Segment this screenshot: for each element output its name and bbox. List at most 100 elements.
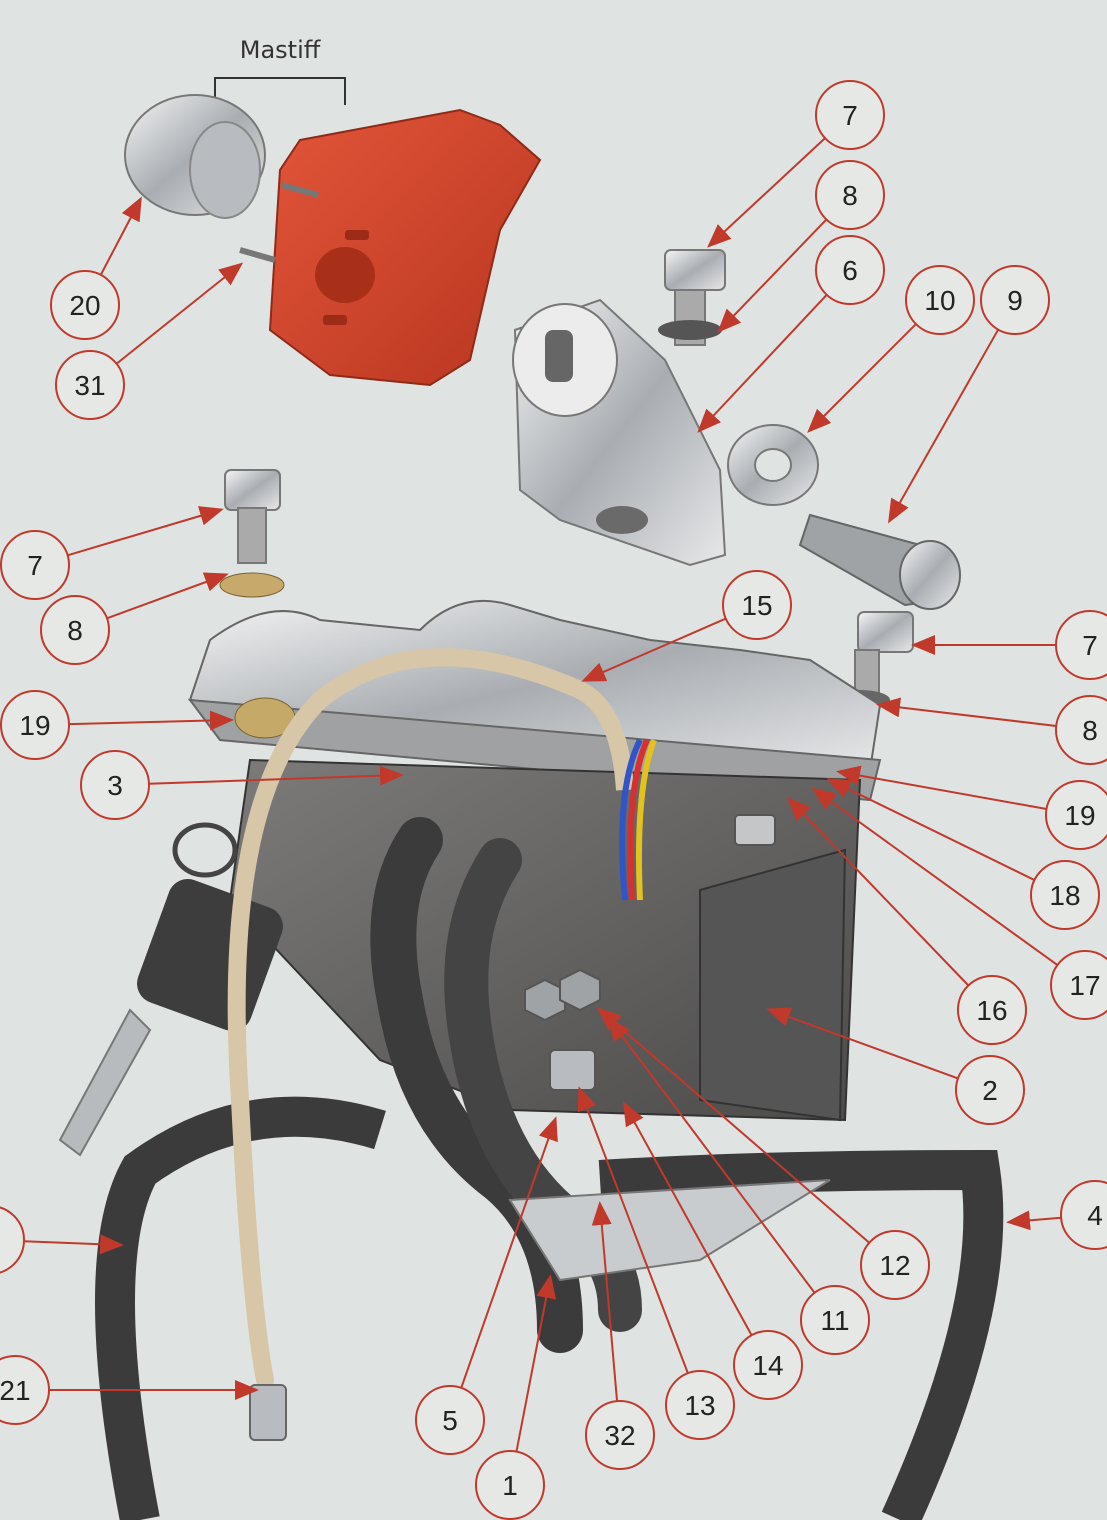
callout-c16: 16 [957, 975, 1027, 1045]
callout-c19b: 19 [1045, 780, 1107, 850]
callout-circle [1055, 695, 1107, 765]
part-long-bolt [798, 513, 961, 610]
leader-line-c14 [623, 1101, 753, 1336]
callout-label: 20 [69, 290, 100, 321]
callout-circle [800, 1285, 870, 1355]
callout-circle [1060, 1180, 1107, 1250]
callout-c1: 1 [475, 1450, 545, 1520]
leader-line-c31 [115, 262, 244, 365]
leader-line-c10 [807, 323, 917, 433]
callout-label: 8 [842, 180, 858, 211]
callout-c19a: 19 [0, 690, 70, 760]
callout-circle [55, 350, 125, 420]
callout-label: 13 [684, 1390, 715, 1421]
mastiff-bracket [214, 77, 346, 105]
callout-label: 19 [19, 710, 50, 741]
callout-label: 8 [1082, 715, 1098, 746]
callout-label: 8 [67, 615, 83, 646]
callout-circle [80, 750, 150, 820]
callout-c31: 31 [55, 350, 125, 420]
leader-line-c8a [717, 218, 828, 333]
callout-circle [585, 1400, 655, 1470]
callout-circle [415, 1385, 485, 1455]
leader-line-c17 [811, 787, 1059, 966]
leader-line-c8c [876, 697, 1057, 727]
callout-circle [1055, 610, 1107, 680]
callout-circle [0, 1206, 25, 1274]
callout-c15: 15 [722, 570, 792, 640]
callout-c3: 3 [80, 750, 150, 820]
callout-circle [1045, 780, 1107, 850]
leader-line-c13 [577, 1086, 689, 1374]
callout-label: 18 [1049, 880, 1080, 911]
leader-line-c20 [99, 196, 142, 276]
callout-label: 4 [1087, 1200, 1103, 1231]
callout-circle [1030, 860, 1100, 930]
callout-c7b: 7 [0, 530, 70, 600]
callout-c5: 5 [415, 1385, 485, 1455]
callout-c7c: 7 [1055, 610, 1107, 680]
callout-circle [0, 1355, 50, 1425]
callout-label: 19 [1064, 800, 1095, 831]
part-washer [727, 424, 819, 506]
callout-c17: 17 [1050, 950, 1107, 1020]
leader-lines [23, 137, 1062, 1452]
callout-circle [0, 530, 70, 600]
callout-circle [815, 235, 885, 305]
callout-label: 31 [74, 370, 105, 401]
callout-label: 6 [842, 255, 858, 286]
leader-line-c11 [607, 1016, 816, 1294]
callout-label: 7 [1082, 630, 1098, 661]
leader-line-c15 [581, 617, 727, 682]
leader-line-c16 [787, 797, 970, 987]
callout-circle [50, 270, 120, 340]
callout-label: 1 [502, 1470, 518, 1501]
callout-circle [475, 1450, 545, 1520]
callout-label: 17 [1069, 970, 1100, 1001]
callout-label: 11 [820, 1305, 849, 1336]
callout-c11: 11 [800, 1285, 870, 1355]
part-base-plate [508, 1179, 831, 1282]
callout-c6: 6 [815, 235, 885, 305]
callout-c8a: 8 [815, 160, 885, 230]
callout-circle [860, 1230, 930, 1300]
leader-line-c19b [836, 765, 1047, 810]
leader-line-c19a [68, 710, 234, 731]
callout-c8c: 8 [1055, 695, 1107, 765]
callout-c18: 18 [1030, 860, 1100, 930]
leader-line-c_left [23, 1234, 124, 1255]
callout-circle [957, 975, 1027, 1045]
callout-label: 3 [107, 770, 123, 801]
callout-circle [1050, 950, 1107, 1020]
callout-c2: 2 [955, 1055, 1025, 1125]
callout-label: 5 [442, 1405, 458, 1436]
callout-circle [733, 1330, 803, 1400]
leader-line-c12 [596, 1007, 870, 1244]
callout-label: 2 [982, 1075, 998, 1106]
callout-label: 16 [976, 995, 1007, 1026]
callout-label: 7 [842, 100, 858, 131]
part-beige-cable [227, 648, 657, 1441]
leader-line-c5 [460, 1116, 558, 1389]
callout-c8b: 8 [40, 595, 110, 665]
leader-line-c18 [826, 778, 1035, 881]
callout-circle [722, 570, 792, 640]
callout-label: 7 [27, 550, 43, 581]
callout-label: 10 [924, 285, 955, 316]
leader-line-c7a [707, 137, 826, 248]
leader-line-c6 [697, 294, 828, 433]
callout-c4: 4 [1060, 1180, 1107, 1250]
leader-line-c7b [67, 506, 224, 557]
callout-circle [665, 1370, 735, 1440]
callout-label: 9 [1007, 285, 1023, 316]
callout-c20: 20 [50, 270, 120, 340]
mastiff-label: Mastiff [240, 36, 321, 64]
leader-line-c4 [1006, 1210, 1062, 1231]
part-bolt-left [219, 469, 285, 598]
callout-c10: 10 [905, 265, 975, 335]
callout-c13: 13 [665, 1370, 735, 1440]
callout-c14: 14 [733, 1330, 803, 1400]
leader-line-c3 [148, 765, 404, 786]
callout-c21: 21 [0, 1355, 50, 1425]
